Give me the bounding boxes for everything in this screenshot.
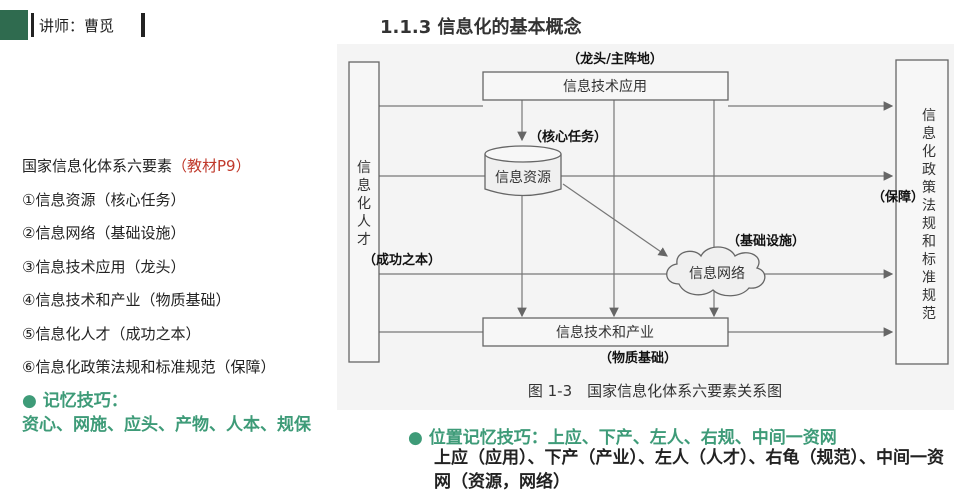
figure-caption: 图 1-3 国家信息化体系六要素关系图 [528, 382, 782, 400]
svg-text:范: 范 [922, 305, 936, 322]
svg-text:规: 规 [922, 288, 936, 304]
it-industry-label: 信息技术和产业 [556, 324, 654, 341]
core-note: （核心任务） [529, 129, 607, 145]
svg-text:息: 息 [357, 177, 371, 194]
list-item: ⑤信息化人才（成功之本） [22, 324, 201, 343]
six-elements-list: 国家信息化体系六要素（教材P9） ①信息资源（核心任务） ②信息网络（基础设施）… [22, 150, 275, 385]
diagram-svg: 信 息 化 人 才 信 息 化 政 策 法 规 和 标 准 规 范 信息技术应用… [348, 51, 949, 400]
svg-text:人: 人 [357, 214, 371, 230]
page-title: 1.1.3 信息化的基本概念 [380, 17, 582, 38]
svg-text:息: 息 [922, 125, 936, 142]
svg-text:化: 化 [922, 144, 936, 160]
position-tip-label: 位置记忆技巧：上应、下产、左人、右规、中间一资网 [428, 428, 837, 448]
textbook-ref: （教材P9） [172, 157, 251, 175]
position-tip-body: 上应（应用）、下产（产业）、左人（人才）、右龟（规范）、中间一资网（资源，网络） [434, 448, 944, 492]
top-note: （龙头/主阵地） [567, 51, 663, 67]
right-note: （保障） [872, 189, 924, 205]
it-industry-box [482, 317, 729, 347]
svg-text:规: 规 [922, 216, 936, 232]
memory-tip-body: 资心、网施、应头、产物、人本、规保 [22, 415, 311, 435]
svg-text:信: 信 [922, 108, 936, 124]
six-elements-diagram: 信 息 化 人 才 信 息 化 政 策 法 规 和 标 准 规 范 信息技术应用… [337, 44, 954, 410]
connector-lines [370, 100, 894, 337]
list-item: ③信息技术应用（龙头） [22, 257, 186, 276]
svg-text:准: 准 [922, 270, 936, 286]
list-item: ⑥信息化政策法规和标准规范（保障） [22, 358, 276, 376]
lecturer-header: 讲师：曹觅 [0, 10, 160, 40]
lecturer-label: 讲师：曹觅 [39, 17, 115, 35]
header-green-block [0, 10, 28, 40]
network-cloud: 信息网络 [666, 246, 766, 297]
svg-text:信: 信 [357, 160, 371, 176]
resource-cylinder: 信息资源 [484, 145, 562, 197]
memory-tip-label: 记忆技巧： [42, 391, 128, 411]
it-application-box [482, 71, 729, 101]
list-heading: 国家信息化体系六要素（教材P9） [22, 150, 275, 184]
svg-text:政: 政 [922, 162, 936, 178]
svg-text:化: 化 [357, 196, 371, 212]
bottom-note: （物质基础） [599, 350, 677, 366]
bullet-icon: ● [408, 428, 423, 448]
header-divider-right [141, 13, 145, 37]
list-item: ①信息资源（核心任务） [22, 190, 186, 209]
memory-tip-title: ● 记忆技巧： [22, 386, 128, 411]
left-note: （成功之本） [363, 252, 441, 268]
position-tip-title: ● 位置记忆技巧：上应、下产、左人、右规、中间一资网 [408, 423, 837, 448]
list-item: ④信息技术和产业（物质基础） [22, 291, 231, 309]
svg-text:和: 和 [922, 234, 936, 250]
list-item: ②信息网络（基础设施） [22, 224, 186, 242]
svg-text:策: 策 [922, 179, 936, 196]
header-divider-left [31, 13, 34, 37]
network-label: 信息网络 [689, 265, 745, 282]
resource-label: 信息资源 [495, 169, 551, 186]
policy-label: 信 息 化 政 策 法 规 和 标 准 规 范 [922, 108, 936, 322]
talent-label: 信 息 化 人 才 [357, 160, 371, 248]
policy-box [895, 59, 949, 365]
svg-text:标: 标 [922, 252, 936, 268]
infra-note: （基础设施） [727, 233, 805, 249]
bullet-icon: ● [22, 391, 37, 411]
talent-box [348, 61, 380, 363]
it-application-label: 信息技术应用 [563, 78, 647, 95]
list-heading-text: 国家信息化体系六要素 [22, 157, 173, 175]
svg-text:才: 才 [357, 232, 371, 248]
svg-text:法: 法 [922, 198, 936, 214]
